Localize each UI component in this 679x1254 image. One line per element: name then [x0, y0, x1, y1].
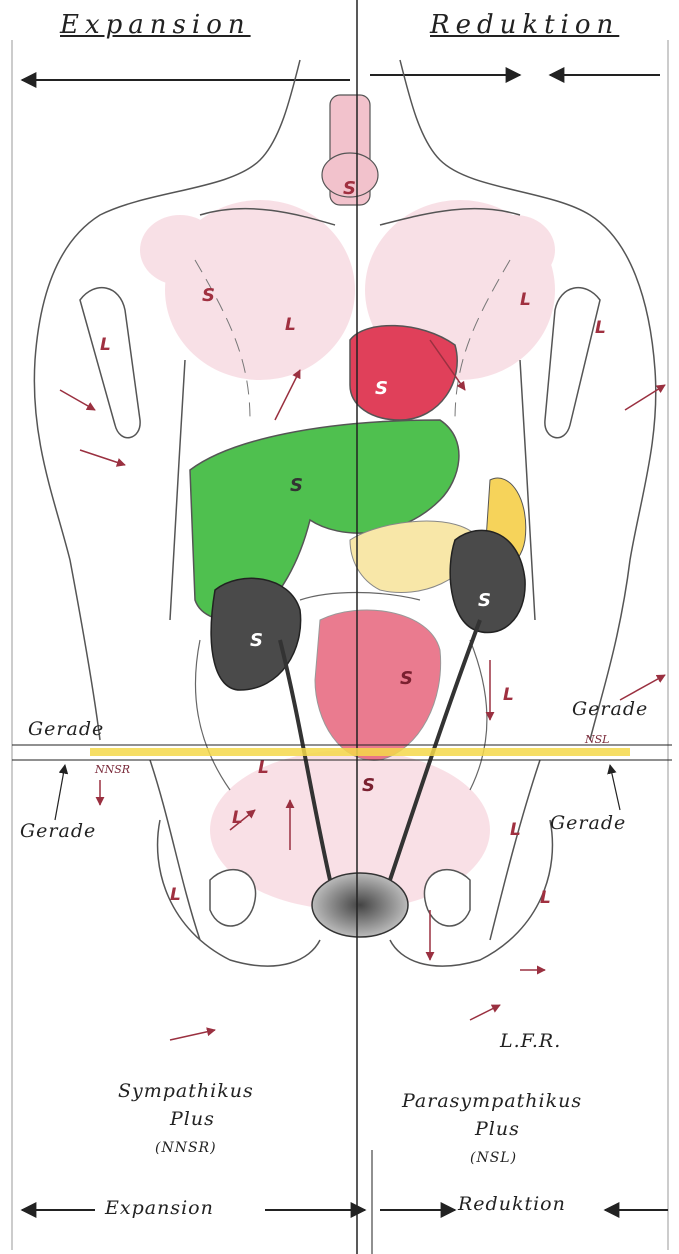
- thyroid-label: S: [343, 178, 356, 199]
- l-colon-left: L: [232, 808, 243, 828]
- shoulder-label: S: [202, 285, 215, 306]
- gerade-upper-right: Gerade: [572, 698, 648, 720]
- l-left-lung: L: [285, 315, 296, 335]
- l-colon-right: L: [503, 685, 514, 705]
- l-pelvis-left: L: [258, 758, 269, 778]
- heart-label: S: [375, 378, 388, 399]
- l-left-hip: L: [170, 885, 181, 905]
- bladder-label: S: [362, 775, 375, 796]
- intestine: [315, 610, 441, 760]
- footer-right-code: (NSL): [470, 1150, 517, 1166]
- bottom-reduktion: Reduktion: [458, 1193, 566, 1215]
- gerade-lower-right: Gerade: [550, 812, 626, 834]
- bladder: [312, 873, 408, 937]
- gerade-lower-left: Gerade: [20, 820, 96, 842]
- right-kidney-label: S: [250, 630, 263, 651]
- footer-left-plus: Plus: [170, 1108, 215, 1130]
- footer-sympathikus: Sympathikus: [118, 1080, 254, 1102]
- footer-right-plus: Plus: [475, 1118, 520, 1140]
- l-right-hip: L: [540, 888, 551, 908]
- header-expansion: Expansion: [60, 10, 251, 40]
- footer-parasympathikus: Parasympathikus: [402, 1090, 582, 1112]
- l-left-arm: L: [100, 335, 111, 355]
- intestine-label: S: [400, 668, 413, 689]
- gerade-arrow-left: [55, 765, 65, 820]
- liver-label: S: [290, 475, 303, 496]
- nnsr-tag: NNSR: [95, 763, 130, 776]
- heart: [350, 326, 457, 420]
- nsl-tag: NSL: [585, 733, 609, 746]
- l-right-lung: L: [520, 290, 531, 310]
- l-right-arm: L: [595, 318, 606, 338]
- bottom-expansion: Expansion: [105, 1197, 214, 1219]
- footer-left-code: (NNSR): [155, 1140, 217, 1156]
- l-pelvis-right: L: [510, 820, 521, 840]
- highlight-band: [90, 748, 630, 756]
- header-reduktion: Reduktion: [430, 10, 619, 40]
- gerade-upper-left: Gerade: [28, 718, 104, 740]
- lfr-label: L.F.R.: [500, 1030, 561, 1052]
- left-kidney-label: S: [478, 590, 491, 611]
- gerade-arrow-right: [610, 765, 620, 810]
